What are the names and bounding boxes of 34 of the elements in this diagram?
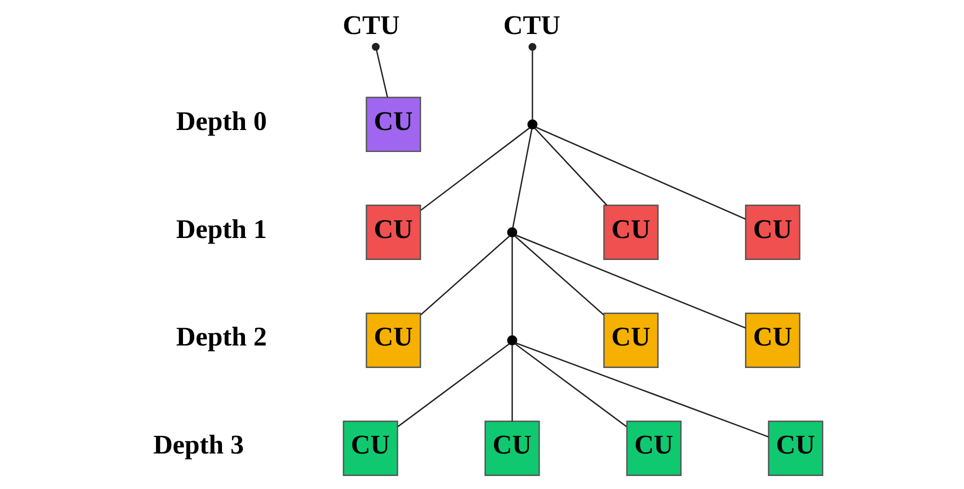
node-box: CU [342, 420, 398, 476]
node-box: CU [365, 312, 421, 368]
node-box: CU [365, 204, 421, 260]
node-box: CU [767, 420, 823, 476]
node-box: CU [626, 420, 682, 476]
node-box: CU [744, 312, 800, 368]
label: Depth 0 [176, 106, 266, 136]
label: Depth 3 [152, 430, 244, 460]
node-box: CU [365, 96, 421, 152]
label: Depth 1 [176, 214, 266, 244]
connector [420, 236, 510, 316]
connector [515, 342, 768, 438]
connector [511, 344, 512, 422]
node-text: CTU [342, 10, 400, 40]
connector [535, 126, 746, 220]
connector [512, 128, 532, 228]
connector [534, 128, 607, 206]
node-circle [506, 335, 517, 346]
node-box: CU [602, 204, 658, 260]
connector [515, 234, 746, 329]
connector [528, 42, 536, 120]
node-box: CU [484, 420, 540, 476]
connector [514, 343, 626, 428]
connector [514, 236, 604, 316]
node-text: CTU [502, 10, 560, 40]
connector [420, 127, 530, 211]
node-box: CU [602, 312, 658, 368]
node-circle [526, 119, 537, 130]
connector [511, 236, 512, 336]
label: Depth 2 [176, 322, 266, 352]
node-circle [506, 227, 517, 238]
node-box: CU [744, 204, 800, 260]
connector [397, 343, 510, 428]
connector [371, 42, 388, 98]
